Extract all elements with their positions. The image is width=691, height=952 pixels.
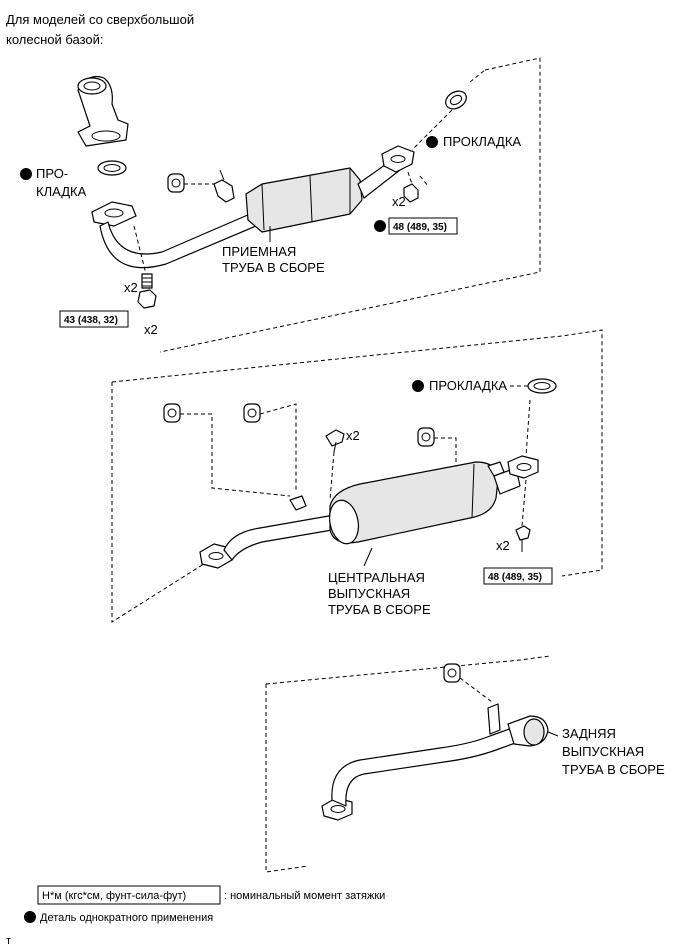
corner-mark: т xyxy=(6,935,11,947)
rubber-hanger-4 xyxy=(417,427,435,447)
nonreusable-dot-middle xyxy=(412,380,424,392)
qty-label-5: x2 xyxy=(496,538,510,553)
nut-right-flange xyxy=(403,183,419,203)
gasket-left-label-2: КЛАДКА xyxy=(36,184,87,199)
center-pipe-label-2: ВЫПУСКНАЯ xyxy=(328,586,410,601)
tail-pipe-label-1: ЗАДНЯЯ xyxy=(562,726,616,741)
rubber-hanger-3 xyxy=(243,403,261,423)
nonreusable-dot-left xyxy=(20,168,32,180)
legend-torque-desc: : номинальный момент затяжки xyxy=(224,890,385,902)
bolt-left-flange xyxy=(137,273,157,309)
front-exhaust-pipe xyxy=(91,145,415,269)
legend-nonreusable-dot xyxy=(24,911,36,923)
center-exhaust-pipe xyxy=(199,455,539,569)
qty-label-1: x2 xyxy=(392,194,406,209)
bolt-center-right xyxy=(515,525,531,552)
qty-label-4: x2 xyxy=(346,428,360,443)
section3-outline xyxy=(265,655,551,685)
gasket-middle xyxy=(527,378,557,394)
torque-box-2 xyxy=(59,310,129,328)
section2-outline xyxy=(111,329,603,577)
section1-outline xyxy=(159,57,541,353)
rubber-hanger-1 xyxy=(167,173,185,193)
front-pipe-label-2: ТРУБА В СБОРЕ xyxy=(222,260,325,275)
legend-torque-box xyxy=(37,885,221,905)
gasket-top-right-label: ПРОКЛАДКА xyxy=(443,134,521,149)
gasket-top-right xyxy=(445,90,467,110)
exhaust-manifold xyxy=(77,75,129,147)
gasket-left-label-1: ПРО- xyxy=(36,166,68,181)
rubber-hanger-2 xyxy=(163,403,181,423)
bolt-middle xyxy=(325,429,345,453)
center-pipe-label-3: ТРУБА В СБОРЕ xyxy=(328,602,431,617)
front-pipe-label-1: ПРИЕМНАЯ xyxy=(222,244,296,259)
tail-pipe-label-2: ВЫПУСКНАЯ xyxy=(562,744,644,759)
nonreusable-dot-top-right xyxy=(426,136,438,148)
rubber-hanger-5 xyxy=(443,663,461,683)
gasket-left xyxy=(97,160,127,176)
header-line-2: колесной базой: xyxy=(6,32,104,47)
torque-label-1: 48 (489, 35) xyxy=(393,222,447,233)
gasket-middle-label: ПРОКЛАДКА xyxy=(429,378,507,393)
torque-label-3: 48 (489, 35) xyxy=(488,572,542,583)
legend-torque-unit: Н*м (кгс*см, фунт-сила-фут) xyxy=(42,890,186,902)
header-line-1: Для моделей со сверхбольшой xyxy=(6,12,194,27)
tail-pipe-label-3: ТРУБА В СБОРЕ xyxy=(562,762,665,777)
torque-label-2: 43 (438, 32) xyxy=(64,315,118,326)
torque-box-3 xyxy=(483,567,553,585)
torque-box-1 xyxy=(388,217,458,235)
qty-label-2: x2 xyxy=(124,280,138,295)
center-pipe-label-1: ЦЕНТРАЛЬНАЯ xyxy=(328,570,425,585)
legend-nonreusable-text: Деталь однократного применения xyxy=(40,912,213,924)
nonreusable-dot-nut xyxy=(374,220,386,232)
qty-label-3: x2 xyxy=(144,322,158,337)
tail-exhaust-pipe xyxy=(321,703,549,821)
